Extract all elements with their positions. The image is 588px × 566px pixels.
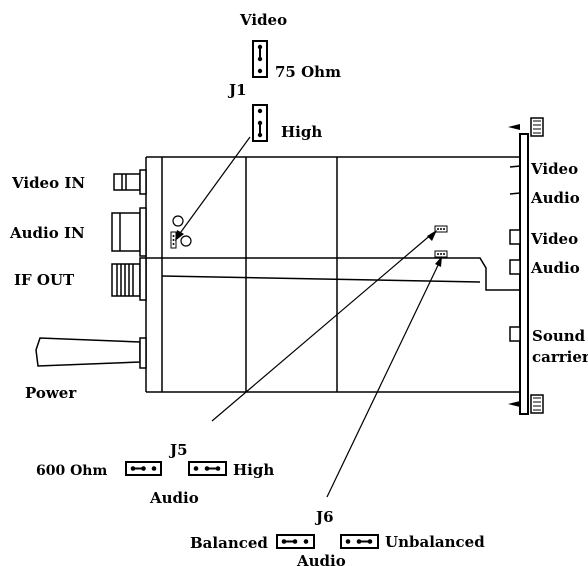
label-high-j5: High <box>233 461 274 479</box>
jumper-j5-600ohm-icon <box>125 461 162 476</box>
leader-lines <box>177 136 442 498</box>
front-panel <box>508 117 544 415</box>
label-audio-j6: Audio <box>296 552 346 566</box>
component-circle <box>180 235 192 247</box>
jumper-j5-board-icon <box>434 225 448 233</box>
label-balanced: Balanced <box>190 534 268 552</box>
jumper-j6-unbalanced-icon <box>340 534 379 549</box>
housing-outline <box>145 156 520 393</box>
power-cable <box>35 337 147 369</box>
label-right-audio-2: Audio <box>530 259 580 277</box>
label-j6: J6 <box>314 508 334 526</box>
label-600-ohm: 600 Ohm <box>36 463 107 479</box>
arrowhead-j5 <box>427 230 437 241</box>
if-out-connector <box>111 257 147 301</box>
label-right-video-1: Video <box>530 160 578 178</box>
label-carrier: carrier <box>532 348 588 366</box>
label-power: Power <box>25 384 77 402</box>
label-unbalanced: Unbalanced <box>385 533 485 551</box>
arrowhead-j6 <box>435 256 442 267</box>
label-75-ohm: 75 Ohm <box>275 63 341 81</box>
label-high-j1: High <box>281 123 322 141</box>
label-video-in: Video IN <box>11 174 85 192</box>
label-video-top: Video <box>239 11 287 29</box>
label-right-video-2: Video <box>530 230 578 248</box>
label-sound: Sound <box>532 327 586 345</box>
jumper-j6-board-icon <box>434 250 448 258</box>
jumper-j1-high-icon <box>252 104 268 142</box>
arrowhead-j1 <box>175 230 184 241</box>
label-j5: J5 <box>168 441 188 459</box>
label-j1: J1 <box>227 81 247 99</box>
video-in-connector <box>113 169 147 195</box>
component-circle <box>172 215 184 227</box>
label-audio-in: Audio IN <box>9 224 85 242</box>
audio-in-connector <box>111 207 147 257</box>
jumper-j6-balanced-icon <box>276 534 315 549</box>
jumper-j1-board-icon <box>170 231 177 249</box>
label-if-out: IF OUT <box>14 271 75 289</box>
jumper-j5-high-icon <box>188 461 227 476</box>
jumper-75ohm-icon <box>252 40 268 78</box>
label-audio-j5: Audio <box>149 489 199 507</box>
label-right-audio-1: Audio <box>530 189 580 207</box>
